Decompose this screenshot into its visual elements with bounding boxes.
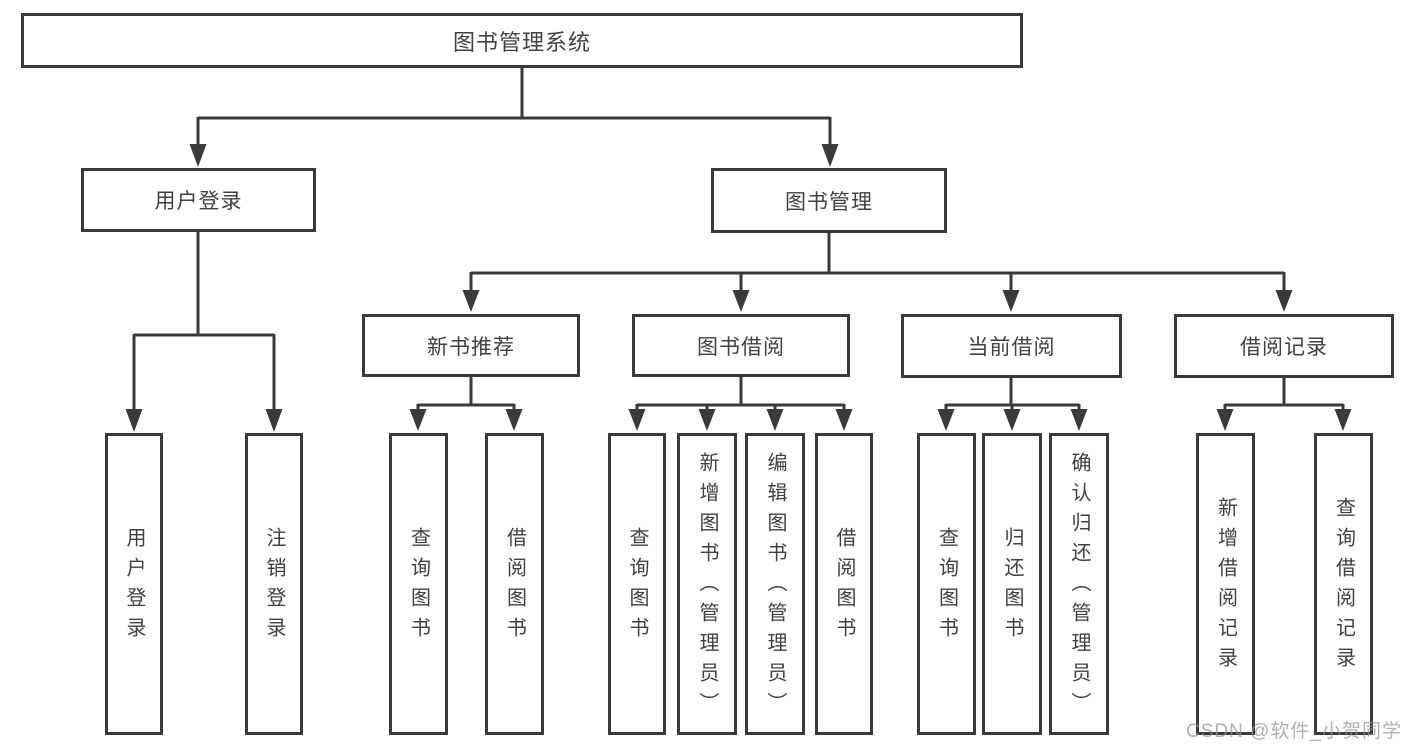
leaf-node-query-books-current: 查询图书	[917, 433, 976, 735]
module-node-new-book-recommend: 新书推荐	[362, 314, 580, 377]
leaf-node-confirm-return-admin: 确认归还（管理员）	[1049, 433, 1109, 735]
leaf-node-return-books: 归还图书	[982, 433, 1042, 735]
leaf-node-logout: 注销登录	[245, 433, 303, 735]
root-node-system: 图书管理系统	[21, 13, 1023, 68]
leaf-node-borrow-books: 借阅图书	[815, 433, 873, 735]
csdn-watermark: CSDN @软件_小贺同学	[1186, 721, 1402, 742]
module-node-borrow-records: 借阅记录	[1174, 314, 1394, 378]
leaf-node-query-books-recommend: 查询图书	[389, 433, 448, 735]
branch-node-user-login: 用户登录	[81, 168, 316, 232]
module-node-book-borrow: 图书借阅	[632, 314, 850, 377]
module-node-current-borrow: 当前借阅	[901, 314, 1122, 378]
leaf-node-edit-books-admin: 编辑图书（管理员）	[745, 433, 805, 735]
leaf-node-query-books-borrow: 查询图书	[608, 433, 666, 735]
leaf-node-borrow-books-recommend: 借阅图书	[485, 433, 544, 735]
leaf-node-query-borrow-record: 查询借阅记录	[1314, 433, 1373, 735]
leaf-node-user-login: 用户登录	[105, 433, 163, 735]
branch-node-book-management: 图书管理	[711, 168, 947, 233]
leaf-node-add-borrow-record: 新增借阅记录	[1196, 433, 1255, 735]
leaf-node-add-books-admin: 新增图书（管理员）	[677, 433, 737, 735]
